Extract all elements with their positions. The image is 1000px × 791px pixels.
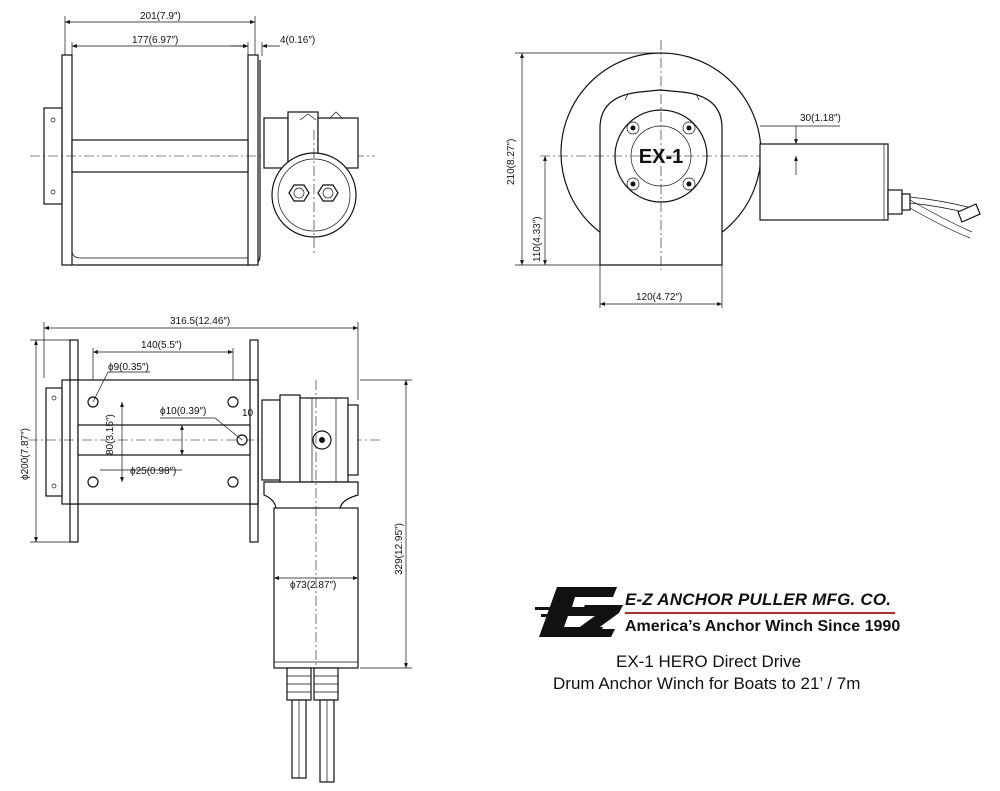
dim-drum-width: 177(6.97″) <box>132 35 178 46</box>
gland-left <box>288 184 310 202</box>
company-name: E-Z ANCHOR PULLER MFG. CO. <box>625 590 892 609</box>
gland-right <box>317 184 339 202</box>
product-title-line2: Drum Anchor Winch for Boats to 21’ / 7m <box>553 674 861 693</box>
dim-flange-dia: ϕ200(7.87″) <box>20 428 31 480</box>
top-view: 201(7.9″) 177(6.97″) 4(0.16″) <box>30 11 375 266</box>
dim-motor-dia: ϕ73(2.87″) <box>290 580 336 591</box>
dim-overall-width: 201(7.9″) <box>140 11 181 22</box>
front-view: 316.5(12.46″) 140(5.5″) 80(3.15″) ϕ25(0.… <box>20 316 412 783</box>
dim-small-label: 10 <box>242 408 254 419</box>
dim-axle-height: 110(4.33″) <box>532 216 543 262</box>
dim-bolt-vertical: 80(3.15″) <box>105 414 116 455</box>
dim-overall-length: 316.5(12.46″) <box>170 316 230 327</box>
side-view: EX-1 210(8.27″) 110(4.33″) 120(4.72″) 30… <box>506 40 981 308</box>
dim-bolt-spacing: 140(5.5″) <box>141 340 182 351</box>
dim-motor-offset: 30(1.18″) <box>800 113 841 124</box>
product-title-line1: EX-1 HERO Direct Drive <box>616 652 802 671</box>
brand-rule <box>625 612 895 614</box>
dim-bolt-hole: ϕ9(0.35″) <box>108 362 149 373</box>
dim-base-width: 120(4.72″) <box>636 292 682 303</box>
dim-shaft-hole: ϕ10(0.39″) <box>160 406 206 417</box>
dim-total-height: 329(12.95″) <box>394 523 405 575</box>
company-tagline: America’s Anchor Winch Since 1990 <box>625 618 901 635</box>
ez-logo-mark <box>535 587 623 637</box>
dim-shaft-dia: ϕ25(0.98″) <box>130 466 176 477</box>
brand-logo-area <box>535 587 623 637</box>
dim-flange: 4(0.16″) <box>280 35 315 46</box>
dim-height: 210(8.27″) <box>506 139 517 185</box>
